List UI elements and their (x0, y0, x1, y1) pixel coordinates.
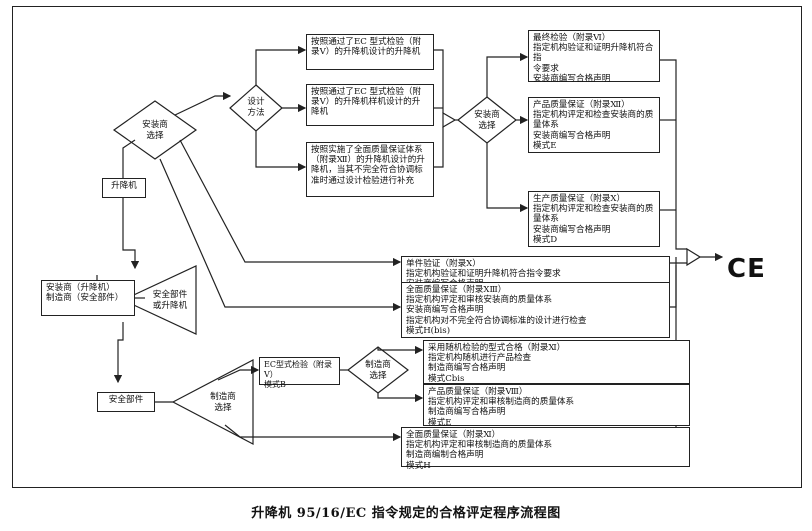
safety-part-box: 安全部件 (97, 392, 155, 412)
lift-box: 升降机 (102, 178, 146, 198)
maker-select-label: 制造商 选择 (210, 392, 236, 413)
product-qa-box: 产品质量保证（附录Ⅻ） 指定机构评定和检查安装商的质 量体系 安装商编写合格声明… (528, 97, 660, 153)
design-c-box: 按照实施了全面质量保证体系 （附录Ⅻ）的升降机设计的升 降机，当其不完全符合协调… (306, 142, 434, 197)
random-check-box: 采用随机检验的型式合格（附录Ⅺ） 指定机构随机进行产品检查 制造商编写合格声明 … (423, 340, 690, 384)
merge-triangle-1 (442, 111, 457, 129)
safety-or-lift-triangle (121, 265, 197, 335)
final-inspection-box: 最终检验（附录Ⅵ） 指定机构验证和证明升降机符合指 令要求 安装商编写合格声明 (528, 30, 660, 84)
installer-select-label: 安装商 选择 (142, 120, 168, 141)
design-a-box: 按照通过了EC 型式检验（附 录Ⅴ）的升降机设计的升降机 (306, 34, 434, 70)
merge-triangle-2 (686, 247, 702, 267)
design-b-box: 按照通过了EC 型式检验（附 录Ⅴ）的升降机样机设计的升 降机 (306, 84, 434, 126)
full-qa-maker-box: 全面质量保证（附录Ⅺ） 指定机构评定和审核制造商的质量体系 制造商编制合格声明 … (401, 427, 690, 471)
installer-select2-label: 安装商 选择 (474, 110, 500, 131)
installer-select-diamond (112, 100, 198, 160)
maker-select2-label: 制造商 选择 (365, 360, 391, 381)
diagram-frame (12, 6, 802, 488)
figure-caption: 升降机 95/16/EC 指令规定的合格评定程序流程图 (251, 506, 561, 521)
maker-select-triangle (171, 359, 254, 445)
ce-mark: CE (727, 254, 766, 284)
production-qa-box: 生产质量保证（附录Ⅹ） 指定机构评定和检查安装商的质 量体系 安装商编写合格声明… (528, 191, 660, 247)
installer-maker-box: 安装商（升降机） 制造商（安全部件） (41, 280, 135, 316)
product-qa-maker-box: 产品质量保证（附录Ⅷ） 指定机构评定和审核制造商的质量体系 制造商编写合格声明 … (423, 384, 690, 428)
design-method-label: 设计 方法 (247, 97, 265, 118)
full-qa-installer-box: 全面质量保证（附录ⅩⅢ） 指定机构评定和审核安装商的质量体系 安装商编写合格声明… (401, 282, 670, 338)
safety-or-lift-label: 安全部件 或升降机 (152, 290, 188, 311)
ec-type-box: EC型式检验（附录Ⅴ） 模式B (259, 357, 340, 389)
